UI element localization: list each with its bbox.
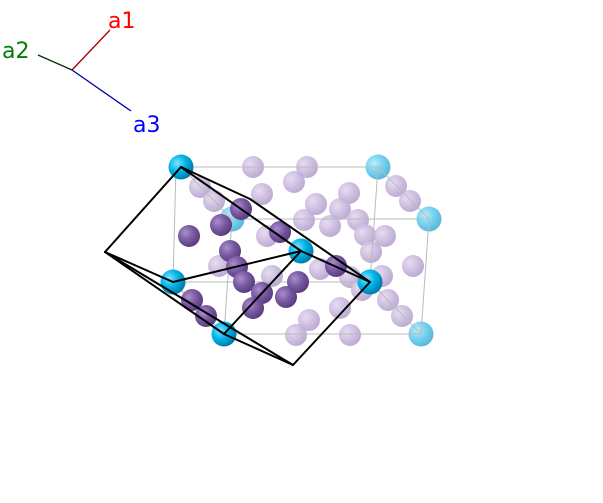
- ghost-anion-atom: [338, 182, 360, 204]
- ghost-anion-atom: [402, 255, 424, 277]
- primitive-cell-edge: [292, 281, 371, 366]
- primitive-cell-edge: [104, 251, 225, 335]
- anion-atom: [233, 271, 255, 293]
- ghost-anion-atom: [399, 190, 421, 212]
- primitive-cell-edge: [180, 166, 302, 252]
- anion-atom: [242, 297, 264, 319]
- primitive-cell-edge: [223, 250, 302, 335]
- conventional-cell-edge: [172, 166, 177, 283]
- a3-axis-line: [71, 69, 132, 112]
- anion-atom: [181, 289, 203, 311]
- conventional-cell-edge: [223, 218, 233, 335]
- a2-axis-line: [37, 54, 73, 71]
- primitive-cell-edge: [104, 251, 294, 366]
- primitive-cell-edge: [180, 166, 251, 200]
- a1-axis-label: a1: [108, 9, 135, 34]
- anion-atom: [178, 225, 200, 247]
- a2-axis-label: a2: [2, 39, 29, 64]
- ghost-anion-atom: [305, 193, 327, 215]
- anion-atom: [210, 214, 232, 236]
- ghost-anion-atom: [339, 324, 361, 346]
- conventional-cell-edge: [369, 166, 379, 283]
- ghost-anion-atom: [293, 209, 315, 231]
- conventional-cell-edge: [420, 218, 430, 335]
- ghost-anion-atom: [329, 297, 351, 319]
- conventional-cell-edge: [377, 166, 430, 220]
- ghost-anion-atom: [354, 224, 376, 246]
- anion-atom: [275, 286, 297, 308]
- ghost-anion-atom: [298, 309, 320, 331]
- primitive-cell-edge: [104, 251, 174, 283]
- ghost-anion-atom: [251, 183, 273, 205]
- primitive-cell-edge: [300, 250, 371, 283]
- primitive-cell-edge: [249, 198, 371, 283]
- ghost-anion-atom: [285, 324, 307, 346]
- ghost-anion-atom: [374, 225, 396, 247]
- axis-triad: a1 a2 a3: [2, 9, 160, 138]
- ghost-anion-atom: [329, 198, 351, 220]
- primitive-cell-edge: [172, 250, 302, 283]
- ghost-anion-atom: [391, 305, 413, 327]
- primitive-cell-edge: [104, 166, 182, 253]
- primitive-cell-outline: [104, 166, 371, 366]
- a3-axis-label: a3: [133, 113, 160, 138]
- a1-axis-line: [71, 29, 111, 71]
- ghost-anion-atom: [319, 215, 341, 237]
- ghost-anion-atom: [283, 171, 305, 193]
- ghost-anion-atom: [360, 241, 382, 263]
- anion-atom: [287, 271, 309, 293]
- anion-atom: [269, 221, 291, 243]
- primitive-cell-edge: [223, 333, 294, 366]
